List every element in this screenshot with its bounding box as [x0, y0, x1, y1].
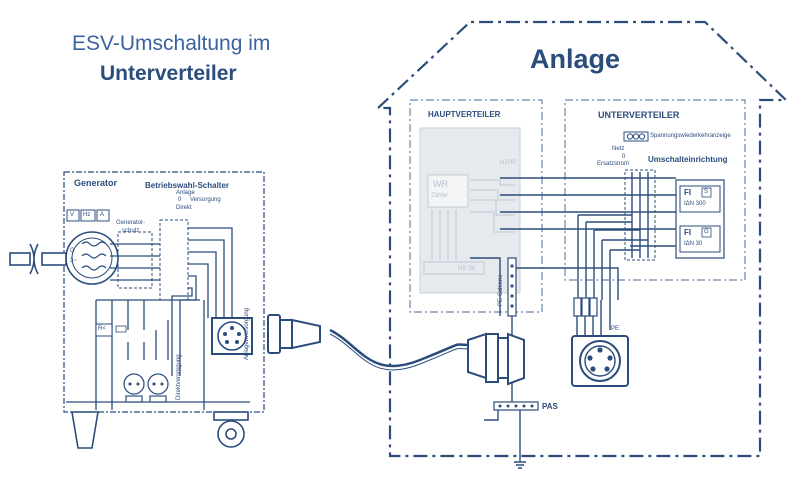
mode-selector — [159, 219, 189, 301]
house-socket — [571, 335, 629, 387]
direktversorgung-label: Direktversorgung — [176, 354, 182, 400]
pe-label: PE — [611, 326, 620, 332]
generator-plug — [267, 314, 321, 354]
drive-shaft — [9, 243, 67, 275]
switch-label: Umschalteinrichtung — [648, 155, 728, 164]
meter-a: A — [100, 212, 105, 218]
rcd-device — [95, 323, 113, 337]
hauptverteiler-label: HAUPTVERTEILER — [428, 110, 501, 119]
meter-hz: Hz — [83, 212, 91, 218]
generator-g: G — [70, 248, 75, 254]
direct-sockets — [123, 373, 169, 403]
voltage-indicator — [623, 131, 649, 142]
hauptverteiler-box — [409, 99, 543, 313]
pe-schiene-label: PE-Schiene — [498, 274, 504, 306]
title-line-2: Unterverteiler — [100, 62, 237, 85]
fi-panel — [675, 179, 725, 259]
fi1-tag: S — [704, 189, 709, 195]
fi2-name: FI — [684, 228, 692, 237]
unterverteiler-label: UNTERVERTEILER — [598, 110, 680, 120]
generator-frame — [71, 411, 249, 449]
selector-zero: 0 — [178, 197, 182, 203]
selector-direkt: Direkt — [176, 205, 192, 211]
selector-anlage: Anlage — [176, 190, 195, 196]
nzhp-label: NZHP — [500, 160, 517, 166]
generator-protection — [117, 231, 153, 289]
fi2-tag: G — [704, 229, 709, 235]
meter-sub-label: Zähler — [431, 193, 449, 199]
selector-title: Betriebswahl-Schalter — [145, 181, 230, 190]
anlagenversorgung-label: Anlagenversorgung — [244, 307, 250, 360]
rcd-label: R< — [98, 326, 106, 332]
generator-tilde: 3~ — [70, 258, 77, 264]
protection-label-2: schutz — [122, 228, 140, 234]
feed-lines — [500, 172, 676, 258]
zero-label-uv: 0 — [622, 154, 626, 160]
meter-v: V — [70, 212, 75, 218]
fi1-name: FI — [684, 188, 692, 197]
ns-se-label: NS SE — [458, 266, 477, 272]
fi2-sub: IΔN 30 — [684, 241, 703, 247]
indicator-label: Spannungswiederkehranzeige — [650, 133, 731, 139]
pas-label: PAS — [542, 402, 558, 411]
house-plug — [467, 332, 525, 386]
house-title: Anlage — [530, 44, 621, 74]
generator-box — [63, 171, 265, 413]
generator-label: Generator — [74, 178, 118, 188]
meter-cabinet — [419, 127, 521, 294]
netz-label: Netz — [612, 146, 625, 152]
title-line-1: ESV-Umschaltung im — [72, 32, 271, 55]
protection-label-1: Generator- — [116, 220, 146, 226]
cable — [329, 328, 471, 368]
unterverteiler-box — [564, 99, 746, 281]
house-outline — [377, 20, 789, 458]
fi1-sub: IΔN 300 — [684, 201, 706, 207]
ersatzstrom-label: Ersatzstrom — [597, 161, 630, 167]
meter-label: WR — [433, 179, 448, 189]
selector-versorgung: Versorgung — [190, 197, 221, 203]
